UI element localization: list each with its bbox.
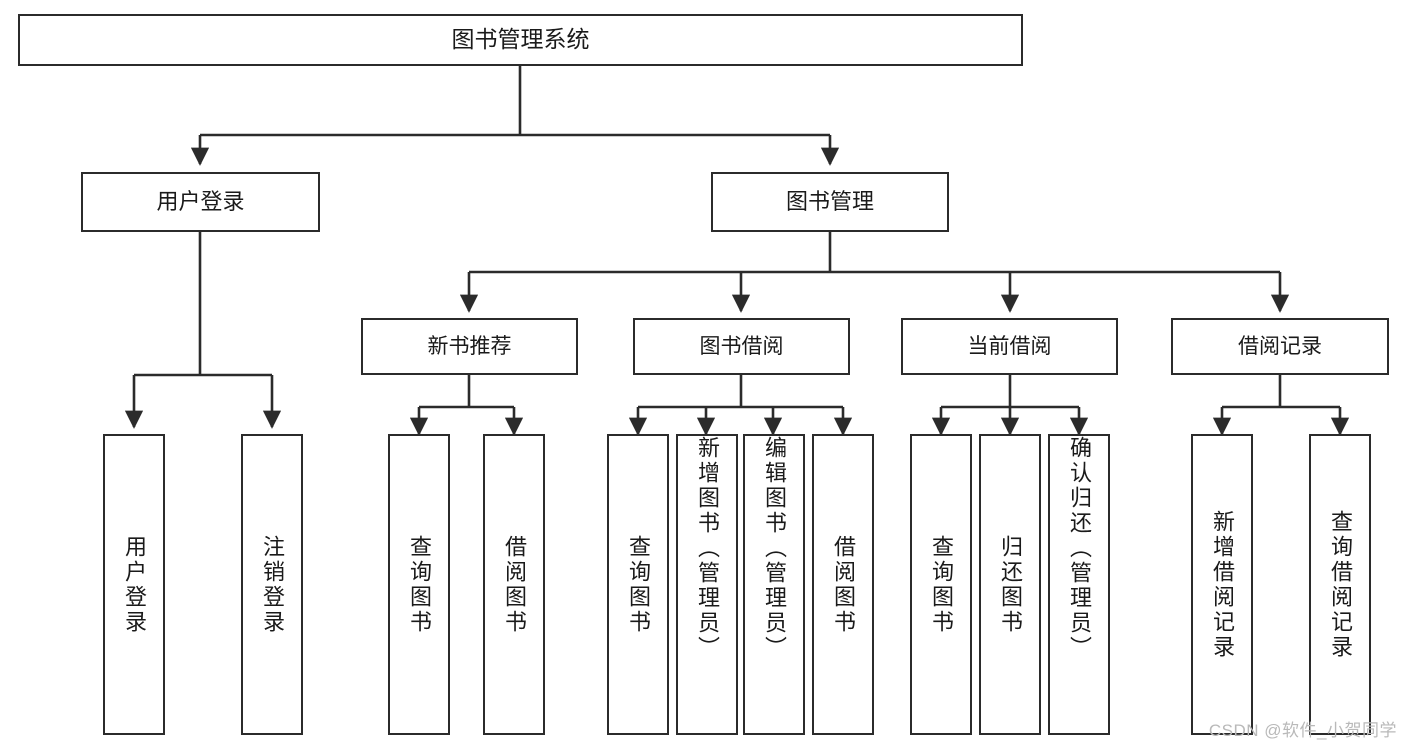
- node-book-borrow[interactable]: 图书借阅: [633, 318, 850, 375]
- node-leaf-add-book[interactable]: 新增图书（管理员）: [676, 434, 738, 735]
- node-leaf-query-borrow-record[interactable]: 查询借阅记录: [1309, 434, 1371, 735]
- node-leaf-confirm-return[interactable]: 确认归还（管理员）: [1048, 434, 1110, 735]
- node-leaf-query-book-borrow[interactable]: 查询图书: [607, 434, 669, 735]
- node-borrow-record[interactable]: 借阅记录: [1171, 318, 1389, 375]
- node-label: 借阅图书: [502, 534, 527, 635]
- node-label: 新增图书（管理员）: [695, 436, 720, 661]
- node-label: 注销登录: [260, 534, 285, 635]
- node-root-book-management-system[interactable]: 图书管理系统: [18, 14, 1023, 66]
- node-label: 图书借阅: [699, 334, 784, 358]
- node-label: 借阅图书: [831, 534, 856, 635]
- node-user-login[interactable]: 用户登录: [81, 172, 320, 232]
- node-label: 归还图书: [998, 534, 1023, 635]
- node-label: 查询图书: [407, 534, 432, 635]
- node-leaf-query-book-recommend[interactable]: 查询图书: [388, 434, 450, 735]
- node-leaf-edit-book[interactable]: 编辑图书（管理员）: [743, 434, 805, 735]
- node-current-borrow[interactable]: 当前借阅: [901, 318, 1118, 375]
- node-label: 用户登录: [156, 188, 245, 214]
- node-label: 图书管理系统: [451, 26, 590, 53]
- node-label: 借阅记录: [1238, 334, 1322, 358]
- node-label: 用户登录: [122, 534, 147, 635]
- node-label: 确认归还（管理员）: [1067, 436, 1092, 661]
- node-label: 编辑图书（管理员）: [762, 436, 787, 661]
- node-new-book-recommend[interactable]: 新书推荐: [361, 318, 578, 375]
- node-label: 图书管理: [785, 188, 874, 214]
- node-leaf-user-login[interactable]: 用户登录: [103, 434, 165, 735]
- node-label: 查询借阅记录: [1328, 509, 1353, 660]
- node-book-manage[interactable]: 图书管理: [711, 172, 949, 232]
- node-label: 查询图书: [626, 534, 651, 635]
- csdn-watermark: CSDN @软件_小贺同学: [1208, 721, 1397, 740]
- node-leaf-borrow-book[interactable]: 借阅图书: [812, 434, 874, 735]
- node-leaf-borrow-book-recommend[interactable]: 借阅图书: [483, 434, 545, 735]
- node-leaf-return-book[interactable]: 归还图书: [979, 434, 1041, 735]
- node-leaf-query-book-current[interactable]: 查询图书: [910, 434, 972, 735]
- node-leaf-add-borrow-record[interactable]: 新增借阅记录: [1191, 434, 1253, 735]
- node-leaf-logout-login[interactable]: 注销登录: [241, 434, 303, 735]
- node-label: 查询图书: [929, 534, 954, 635]
- node-label: 当前借阅: [967, 334, 1052, 358]
- node-label: 新书推荐: [427, 334, 512, 358]
- node-label: 新增借阅记录: [1210, 509, 1235, 660]
